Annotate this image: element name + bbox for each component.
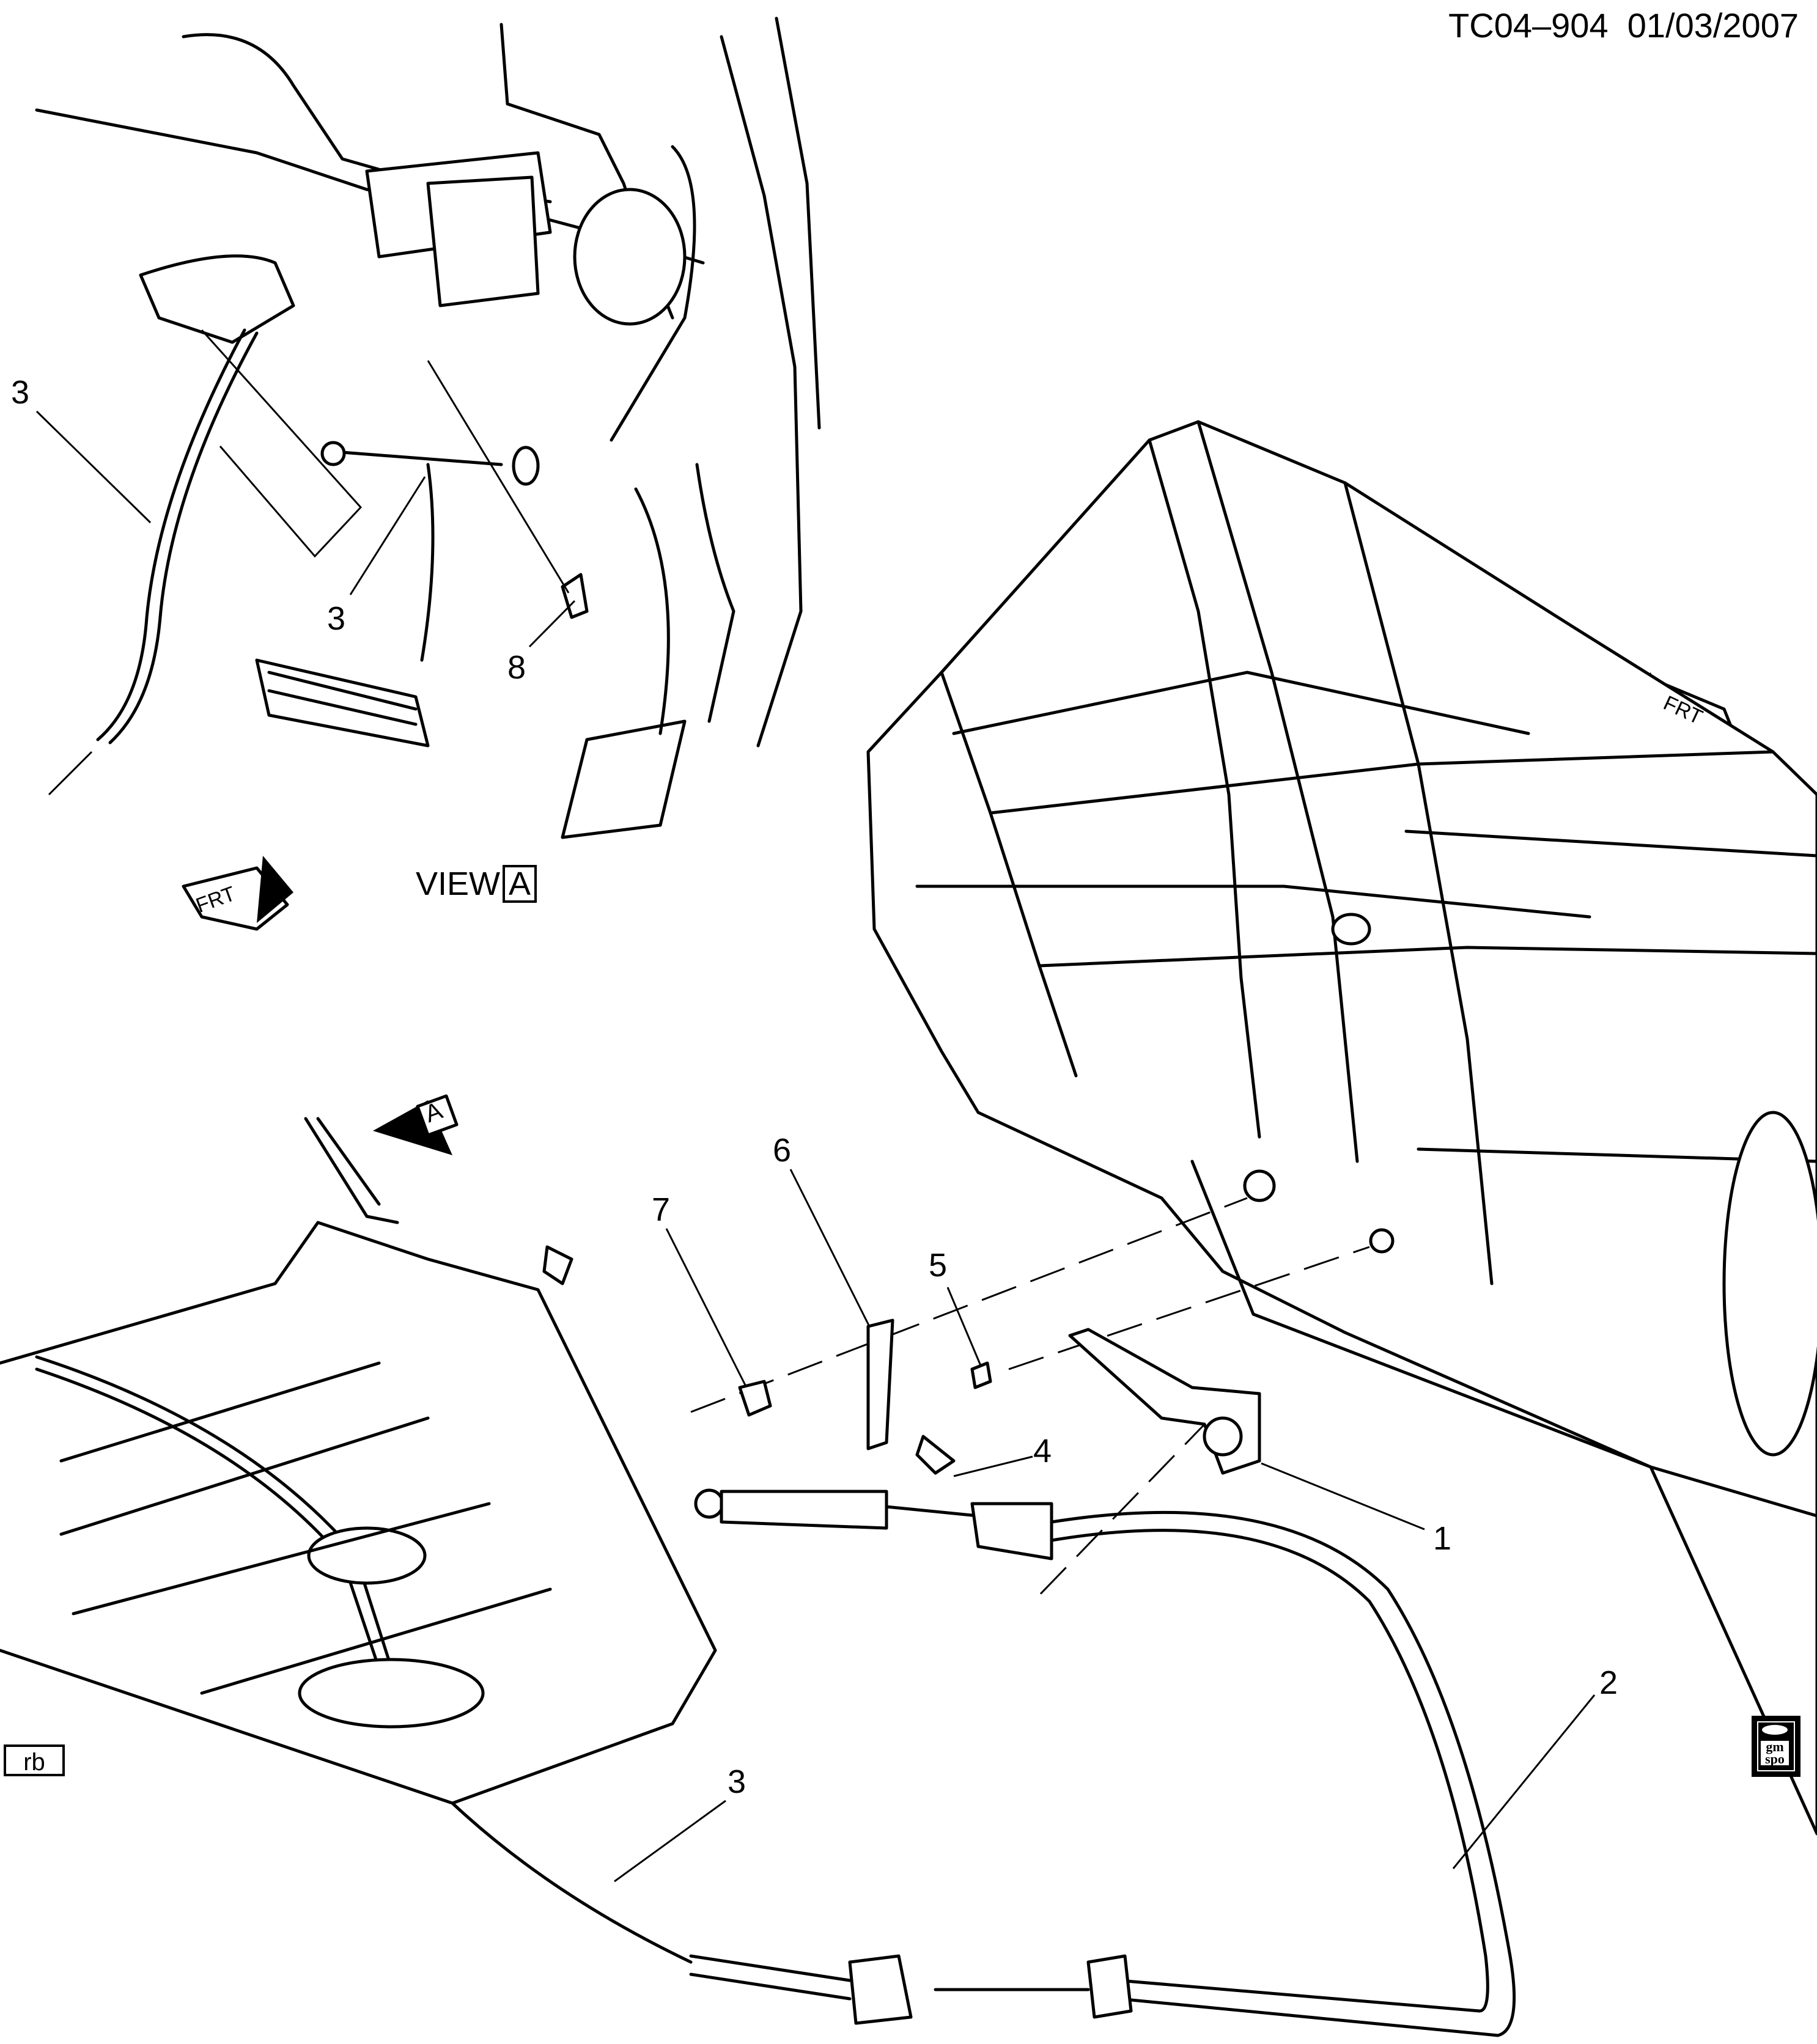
callout-2: 2: [1599, 1664, 1618, 1701]
logo-text-spo: spo: [1765, 1751, 1785, 1766]
view-a-arrow: [373, 1094, 459, 1155]
logo-text-gm: gm: [1766, 1739, 1784, 1754]
view-label-text: VIEW: [416, 866, 501, 902]
steering-column-view: [35, 17, 821, 839]
shift-cables: [35, 1355, 1516, 2037]
callout-3: 3: [11, 374, 30, 411]
bolt-5: [970, 1361, 992, 1389]
front-direction-arrow-left: [182, 856, 293, 931]
lever-6: [866, 1318, 894, 1450]
clip-4: [915, 1435, 956, 1475]
drawing-id-and-date: TC04–904 01/03/2007: [1448, 9, 1799, 43]
transmission-assembly: [866, 420, 1817, 1836]
callout-1: 1: [1433, 1520, 1452, 1557]
callout-6: 6: [773, 1132, 792, 1169]
callout-7: 7: [652, 1191, 671, 1228]
exploded-parts: [542, 1197, 1370, 1603]
view-ref-box: A: [503, 865, 537, 903]
callout-5: 5: [929, 1247, 948, 1284]
callout-3: 3: [327, 600, 346, 637]
nut-7: [738, 1380, 772, 1417]
leader-lines: [35, 410, 1596, 1883]
callout-3: 3: [728, 1763, 746, 1800]
drawing-date: 01/03/2007: [1627, 6, 1799, 45]
callout-4: 4: [1033, 1433, 1052, 1469]
drawing-id: TC04–904: [1448, 6, 1609, 45]
author-initials: rb: [4, 1744, 65, 1776]
floor-pan: [0, 1117, 717, 1805]
callout-8: 8: [507, 649, 526, 686]
clip-8: [542, 1245, 573, 1285]
